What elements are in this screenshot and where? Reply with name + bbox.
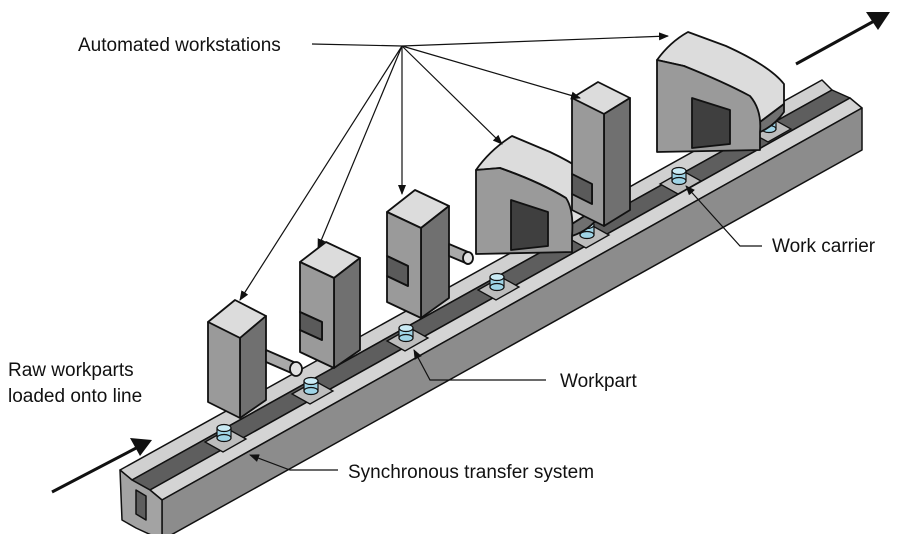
labels: Automated workstations Raw workparts loa…	[8, 35, 876, 483]
leader-to-station-2	[317, 45, 403, 249]
label-raw-workparts-line2: loaded onto line	[8, 386, 142, 407]
inbound-arrow-icon	[51, 438, 152, 494]
flow-arrows	[51, 12, 890, 494]
spindle	[265, 349, 303, 377]
workstation-3	[386, 189, 474, 319]
workpart	[489, 272, 505, 292]
leader-to-station-1	[239, 45, 403, 301]
leader-work-carrier	[685, 185, 762, 247]
leader-lines	[239, 32, 762, 471]
workpart	[671, 166, 687, 186]
outbound-arrow-icon	[795, 12, 890, 66]
workstation-4	[475, 135, 601, 255]
leader-to-station-5	[401, 45, 581, 100]
workstation-6	[656, 31, 785, 153]
spindle	[448, 243, 474, 265]
label-synchronous-transfer-system: Synchronous transfer system	[348, 462, 594, 483]
workpart	[216, 423, 232, 443]
leader-to-station-4	[401, 45, 503, 145]
workstation-1	[207, 299, 303, 419]
label-work-carrier: Work carrier	[772, 236, 876, 257]
leader-to-hub	[311, 43, 403, 47]
label-workpart: Workpart	[560, 371, 637, 392]
leader-to-station-6	[401, 32, 669, 47]
leader-workpart	[413, 349, 546, 381]
workstation-5	[571, 81, 631, 227]
workpart	[398, 323, 414, 343]
workpart	[303, 376, 319, 396]
label-automated-workstations: Automated workstations	[78, 35, 281, 56]
label-raw-workparts-line1: Raw workparts	[8, 360, 134, 381]
leader-transfer-system	[249, 454, 338, 471]
workstation-2	[299, 241, 361, 369]
